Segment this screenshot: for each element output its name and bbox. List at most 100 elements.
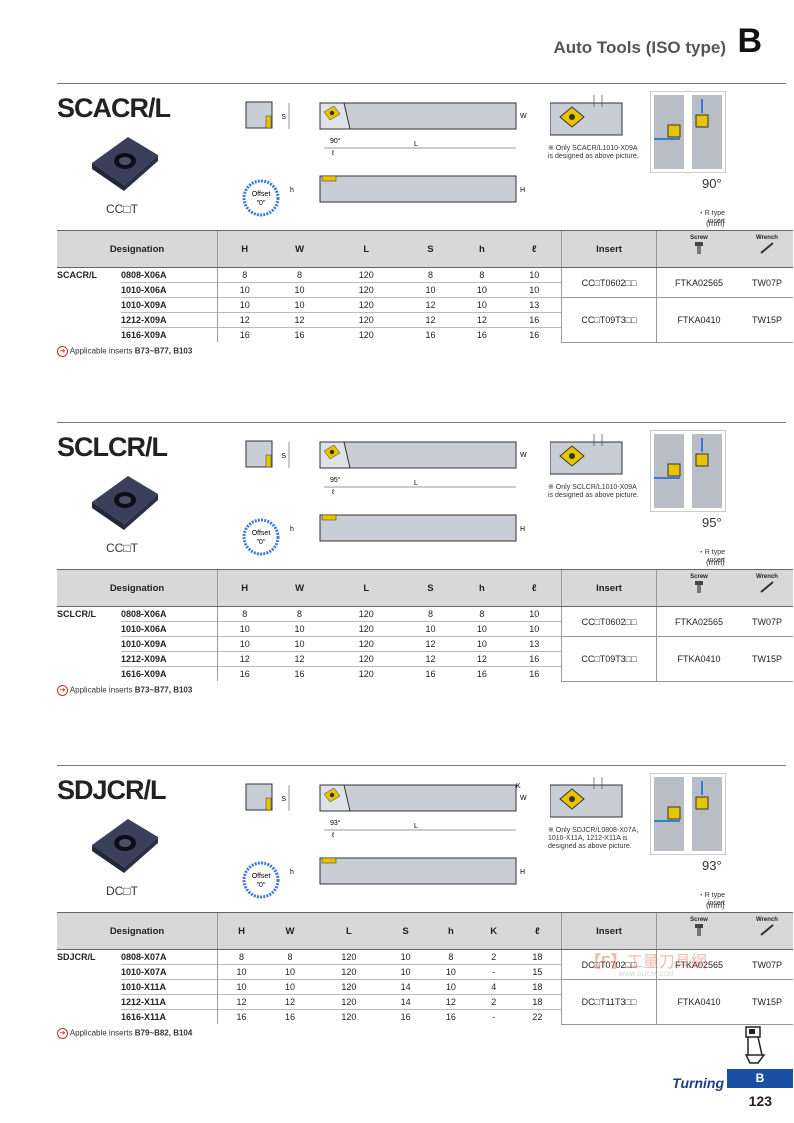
wrench-cell: TW07P bbox=[741, 267, 793, 298]
col-header-designation: Designation bbox=[57, 569, 218, 607]
svg-text:h: h bbox=[290, 869, 294, 876]
family-cell-empty bbox=[57, 652, 121, 667]
insert-cell: DC□T11T3□□ bbox=[561, 979, 657, 1025]
family-cell: SCLCR/L bbox=[57, 609, 96, 620]
svg-text:ℓ: ℓ bbox=[331, 150, 335, 157]
applicable-inserts-link[interactable]: ➔ Applicable inserts B73~B77, B103 bbox=[57, 685, 192, 696]
col-header-dim: S bbox=[404, 230, 457, 268]
page-number: 123 bbox=[748, 1093, 772, 1109]
svg-text:L: L bbox=[414, 823, 418, 830]
r-type-note: ・R type insert bbox=[697, 210, 725, 225]
cutting-angle: 93° bbox=[702, 858, 722, 873]
col-header-dim: H bbox=[217, 569, 272, 607]
dim-cell: 10 bbox=[217, 282, 272, 298]
applicable-label: Applicable inserts bbox=[69, 685, 133, 695]
designation-cell: 0808-X06A bbox=[121, 609, 167, 619]
svg-text:S: S bbox=[281, 114, 286, 121]
svg-text:S: S bbox=[281, 453, 286, 460]
dim-cell: 12 bbox=[456, 312, 508, 328]
col-header-wrench: Wrench bbox=[741, 230, 793, 268]
col-header-insert: Insert bbox=[561, 230, 657, 268]
dim-cell: 15 bbox=[513, 964, 562, 980]
dim-cell: 2 bbox=[473, 994, 514, 1010]
svg-text:93°: 93° bbox=[330, 819, 341, 827]
col-header-dim: W bbox=[271, 569, 328, 607]
dim-cell: 8 bbox=[297, 609, 303, 619]
dim-cell: 12 bbox=[217, 651, 272, 667]
dim-cell: 120 bbox=[327, 297, 405, 313]
dim-cell: 10 bbox=[507, 621, 562, 637]
dim-cell: 120 bbox=[327, 282, 405, 298]
svg-text:H: H bbox=[520, 526, 525, 533]
dim-cell: 8 bbox=[479, 609, 485, 619]
dim-cell: 10 bbox=[529, 270, 540, 280]
screw-cell: FTKA02565 bbox=[656, 267, 741, 298]
dim-cell: 16 bbox=[271, 666, 328, 681]
svg-text:ℓ: ℓ bbox=[331, 489, 335, 496]
dim-cell: 22 bbox=[513, 1009, 562, 1024]
insert-cell: CC□T09T3□□ bbox=[561, 636, 657, 682]
page-header-letter: B bbox=[737, 22, 762, 60]
wrench-cell: TW07P bbox=[741, 606, 793, 637]
dim-cell: 18 bbox=[513, 994, 562, 1010]
col-header-dim: K bbox=[473, 912, 514, 950]
col-header-dim: H bbox=[217, 230, 272, 268]
applicable-pages: B73~B77, B103 bbox=[134, 346, 193, 356]
designation-cell: 1212-X09A bbox=[121, 651, 218, 667]
toolholder-drawing: S W L 95° ℓ h H bbox=[244, 437, 534, 562]
dim-cell: 10 bbox=[265, 964, 315, 980]
designation-cell: 1616-X09A bbox=[121, 327, 218, 342]
applicable-inserts-link[interactable]: ➔ Applicable inserts B73~B77, B103 bbox=[57, 346, 192, 357]
dim-cell: 12 bbox=[404, 312, 457, 328]
insert-image bbox=[88, 133, 160, 198]
dim-cell: 8 bbox=[217, 267, 272, 283]
dim-cell: 16 bbox=[404, 666, 457, 681]
dim-cell: 2 bbox=[491, 952, 497, 962]
designation-cell: 1010-X09A bbox=[121, 297, 218, 313]
applicable-inserts-link[interactable]: ➔ Applicable inserts B79~B82, B104 bbox=[57, 1028, 192, 1039]
page-header-title: Auto Tools (ISO type) bbox=[553, 38, 726, 57]
svg-text:L: L bbox=[414, 141, 418, 148]
dim-cell: 10 bbox=[456, 282, 508, 298]
section-title: SCLCR/L bbox=[57, 432, 168, 462]
footer-section-tab: B bbox=[727, 1069, 793, 1088]
family-cell-empty bbox=[57, 637, 121, 652]
insert-code: CC□T bbox=[106, 202, 138, 216]
dim-cell: 8 bbox=[297, 270, 303, 280]
dim-cell: 16 bbox=[507, 327, 562, 342]
insert-cell: CC□T09T3□□ bbox=[561, 297, 657, 343]
dim-cell: 8 bbox=[427, 609, 433, 619]
dim-cell: 16 bbox=[456, 327, 508, 342]
col-header-dim: W bbox=[271, 230, 328, 268]
designation-cell: 1010-X06A bbox=[121, 621, 218, 637]
svg-text:"0": "0" bbox=[257, 882, 266, 889]
designation-cell: 1010-X09A bbox=[121, 636, 218, 652]
svg-text:"0": "0" bbox=[257, 539, 266, 546]
dim-cell: 120 bbox=[327, 621, 405, 637]
dim-cell: 12 bbox=[217, 312, 272, 328]
unit-label: (mm) bbox=[706, 901, 725, 910]
designation-cell: 1010-X06A bbox=[121, 282, 218, 298]
svg-text:W: W bbox=[520, 795, 527, 802]
dim-cell: 10 bbox=[428, 964, 474, 980]
dim-cell: 10 bbox=[271, 621, 328, 637]
family-cell-empty bbox=[57, 965, 121, 980]
dim-cell: 12 bbox=[271, 312, 328, 328]
cutting-angle: 90° bbox=[702, 176, 722, 191]
dim-cell: 16 bbox=[217, 1009, 266, 1024]
screw-cell: FTKA02565 bbox=[656, 949, 741, 980]
dim-cell: 10 bbox=[217, 636, 272, 652]
designation-cell: 1010-X11A bbox=[121, 979, 218, 995]
designation-cell: 1616-X09A bbox=[121, 666, 218, 681]
section-divider bbox=[57, 83, 786, 84]
dim-cell: 12 bbox=[271, 651, 328, 667]
dim-cell: 10 bbox=[400, 952, 411, 962]
footer-tool-icon bbox=[742, 1025, 768, 1070]
dim-cell: 18 bbox=[532, 952, 543, 962]
family-cell-empty bbox=[57, 1010, 121, 1025]
